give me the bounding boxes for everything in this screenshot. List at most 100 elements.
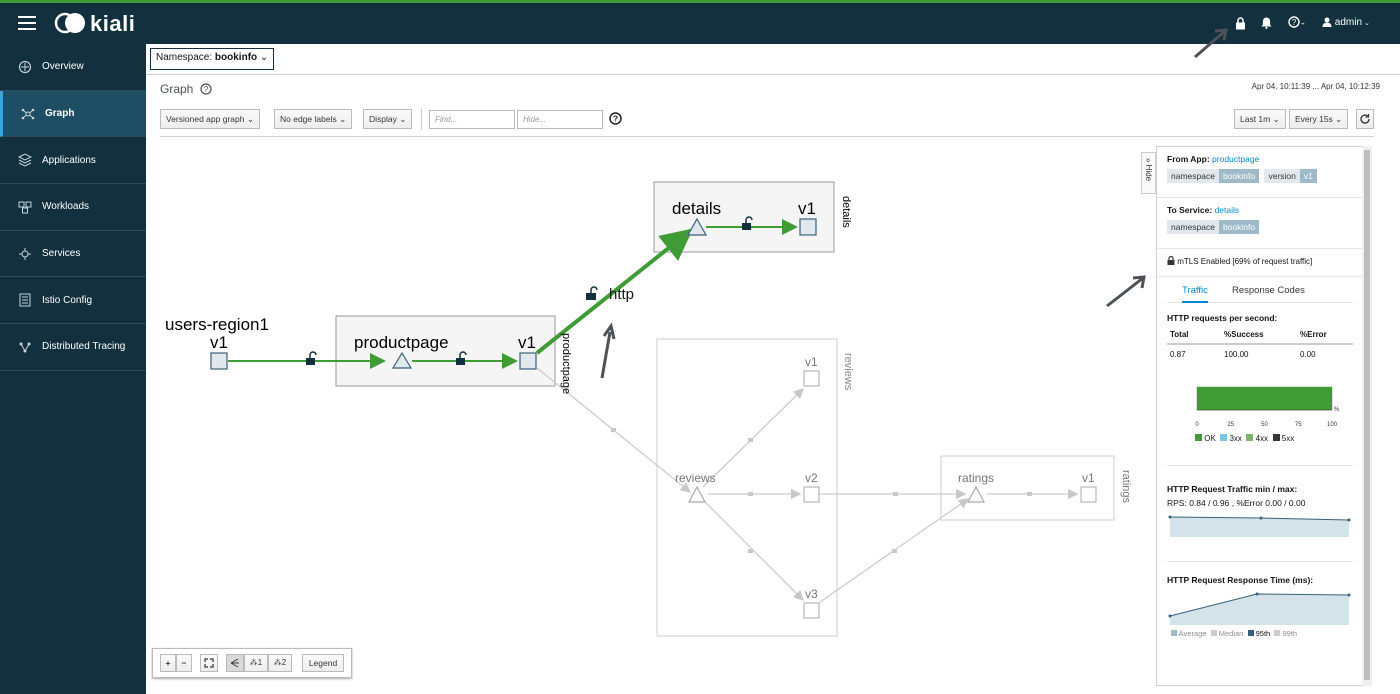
traffic-sparkline <box>1168 515 1351 537</box>
user-menu[interactable]: admin ⌄ <box>1322 17 1370 28</box>
legend-label: OK <box>1204 434 1216 443</box>
nav-item-workloads[interactable]: Workloads <box>0 184 146 231</box>
chevron-down-icon: ⌄ <box>1362 20 1370 27</box>
workloads-icon <box>18 201 32 214</box>
tab-response-codes[interactable]: Response Codes <box>1232 285 1305 296</box>
graph-type-dropdown[interactable]: Versioned app graph ⌄ <box>160 109 260 129</box>
reviews-service-node[interactable] <box>688 485 706 503</box>
lock-icon <box>1167 255 1175 265</box>
duration-dropdown[interactable]: Last 1m ⌄ <box>1234 109 1286 129</box>
refresh-icon <box>1360 114 1370 124</box>
reviews-v1-node[interactable] <box>803 370 820 387</box>
service-graph[interactable]: http users-region1 v1 productpage v1 pro… <box>146 137 1136 692</box>
panel-scrollbar[interactable] <box>1362 146 1372 686</box>
refresh-button[interactable] <box>1356 109 1374 129</box>
nav-label: Workloads <box>42 201 90 213</box>
response-time-legend: Average Median 95th 99th <box>1171 629 1297 638</box>
from-app-link[interactable]: productpage <box>1212 154 1260 164</box>
layout-icon: ⁂ <box>273 658 282 667</box>
graph-type-label: Versioned app graph <box>166 114 245 124</box>
zoom-in-button[interactable]: + <box>160 654 176 672</box>
nav-item-overview[interactable]: Overview <box>0 44 146 91</box>
legend-label[interactable]: Average <box>1178 629 1207 638</box>
nav-item-applications[interactable]: Applications <box>0 137 146 185</box>
help-icon[interactable]: ? <box>200 83 212 95</box>
namespace-dropdown[interactable]: Namespace: bookinfo ⌄ <box>150 48 275 70</box>
rps-bar-chart: % 0 25 50 75 100 <box>1195 386 1340 428</box>
chevron-down-icon: ⌄ <box>246 114 254 124</box>
kiali-logo <box>54 12 85 34</box>
menu-toggle-icon[interactable] <box>18 16 36 34</box>
details-v1-node[interactable] <box>799 218 817 236</box>
masthead: kiali ?⌄ admin ⌄ <box>0 0 1400 44</box>
layout-default-button[interactable] <box>226 654 244 672</box>
table-cell: 0.00 <box>1300 350 1316 359</box>
lock-icon[interactable] <box>1235 17 1246 30</box>
table-cell: 0.87 <box>1170 350 1186 359</box>
help-icon[interactable]: ? <box>609 112 622 125</box>
ratings-version-label: v1 <box>1082 471 1095 485</box>
svg-text:?: ? <box>203 85 208 94</box>
fit-icon <box>204 658 214 668</box>
layout-1-label: 1 <box>257 658 263 667</box>
hide-panel-button[interactable]: » Hide <box>1141 152 1156 194</box>
edge-productpage-details[interactable] <box>535 228 694 355</box>
chevron-down-icon: ⌄ <box>259 52 269 63</box>
legend-swatch-3xx <box>1220 434 1228 441</box>
productpage-app-box[interactable] <box>335 315 556 387</box>
rps-table-header: Total %Success %Error <box>1167 327 1353 345</box>
toolbar-divider <box>160 136 1374 137</box>
layout-1-button[interactable]: ⁂1 <box>244 654 268 672</box>
reviews-app-box[interactable] <box>656 338 838 637</box>
help-menu[interactable]: ?⌄ <box>1288 16 1306 28</box>
ratings-v1-node[interactable] <box>1080 486 1097 503</box>
applications-icon <box>18 153 32 167</box>
legend-label[interactable]: 95th <box>1255 629 1271 638</box>
layout-icon <box>230 658 239 668</box>
hide-input[interactable]: Hide... <box>517 110 603 129</box>
to-service-link[interactable]: details <box>1214 205 1240 215</box>
mtls-lock-icon <box>586 286 598 300</box>
svg-text:?: ? <box>613 114 618 124</box>
divider <box>1167 465 1353 466</box>
reviews-v3-node[interactable] <box>803 602 820 619</box>
users-region1-node[interactable] <box>210 352 228 370</box>
productpage-service-node[interactable] <box>391 351 413 369</box>
chevron-down-icon: ⌄ <box>1272 114 1280 124</box>
legend-label[interactable]: 99th <box>1282 629 1298 638</box>
zoom-out-button[interactable]: − <box>176 654 192 672</box>
nav-item-distributed-tracing[interactable]: Distributed Tracing <box>0 324 146 371</box>
productpage-app-label: productpage <box>354 333 449 352</box>
bell-icon[interactable] <box>1261 17 1272 29</box>
ratings-app-box[interactable] <box>940 455 1115 521</box>
productpage-box-label: productpage <box>560 333 572 394</box>
label-value: v1 <box>1299 169 1317 183</box>
ratings-service-node[interactable] <box>967 485 985 503</box>
legend-button[interactable]: Legend <box>302 654 344 672</box>
legend-swatch <box>1247 630 1254 636</box>
table-cell: 100.00 <box>1224 350 1249 359</box>
productpage-v1-node[interactable] <box>519 352 537 370</box>
nav-item-graph[interactable]: Graph <box>0 90 146 138</box>
nav-label: Applications <box>42 154 96 166</box>
namespace-value: bookinfo <box>214 52 258 63</box>
response-time-title: HTTP Request Response Time (ms): <box>1167 575 1314 585</box>
nav-label: Graph <box>45 108 75 120</box>
display-dropdown[interactable]: Display ⌄ <box>363 109 413 129</box>
nav-item-services[interactable]: Services <box>0 231 146 278</box>
legend-label[interactable]: Median <box>1218 629 1244 638</box>
refresh-interval-dropdown[interactable]: Every 15s ⌄ <box>1289 109 1349 129</box>
chevron-down-icon: ⌄ <box>399 114 407 124</box>
reviews-v2-node[interactable] <box>803 486 820 503</box>
fit-button[interactable] <box>200 654 218 672</box>
time-range: Apr 04, 10:11:39 ... Apr 04, 10:12:39 <box>1251 82 1380 91</box>
layout-2-button[interactable]: ⁂2 <box>268 654 292 672</box>
details-service-node[interactable] <box>686 217 708 236</box>
tab-traffic[interactable]: Traffic <box>1182 285 1208 303</box>
scrollbar-thumb[interactable] <box>1364 150 1370 680</box>
edge-labels-dropdown[interactable]: No edge labels ⌄ <box>274 109 353 129</box>
nav-item-istio-config[interactable]: Istio Config <box>0 277 146 325</box>
annotation-arrow <box>1194 28 1228 59</box>
find-input[interactable]: Find... <box>429 110 515 129</box>
